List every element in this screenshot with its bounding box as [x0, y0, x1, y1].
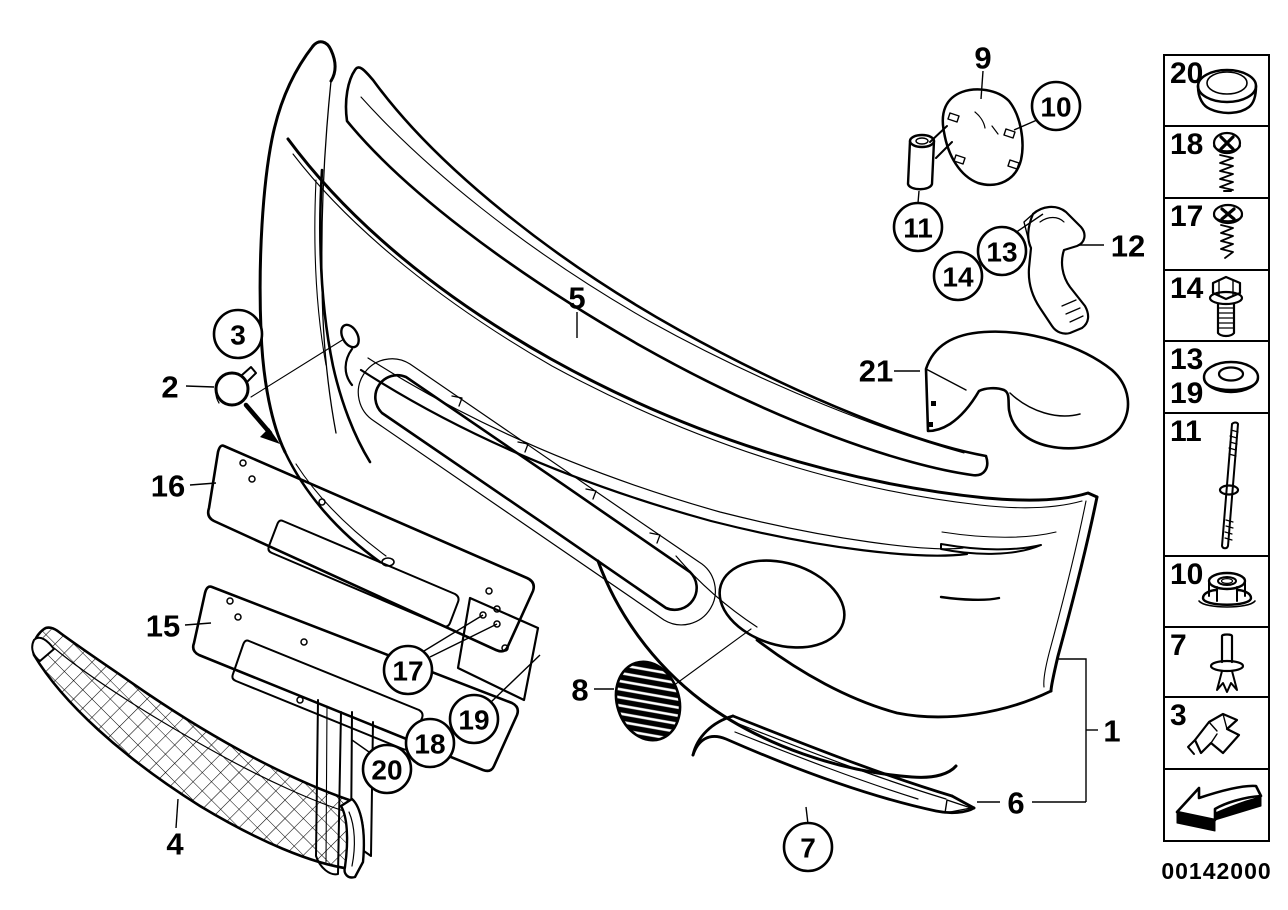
svg-text:21: 21 [859, 354, 893, 389]
svg-text:8: 8 [571, 673, 588, 708]
svg-text:9: 9 [974, 41, 991, 76]
svg-text:3: 3 [230, 320, 246, 351]
svg-text:14: 14 [942, 262, 974, 293]
svg-text:12: 12 [1111, 229, 1145, 264]
hardware-legend: 20 18 17 [1163, 54, 1270, 842]
bumper-left-horn [258, 40, 387, 564]
callout-8[interactable]: 8 [571, 673, 614, 708]
legend-item-10: 10 [1163, 555, 1270, 628]
svg-text:1: 1 [1103, 714, 1120, 749]
svg-text:10: 10 [1040, 92, 1071, 123]
license-filler-plate [206, 444, 536, 653]
drawing-number: 00142000 [1161, 858, 1272, 884]
legend-item-7: 7 [1163, 625, 1270, 699]
hex-bolt-icon [1208, 275, 1244, 337]
svg-text:6: 6 [1007, 786, 1024, 821]
callout-10[interactable]: 10 [1013, 80, 1082, 132]
callout-2[interactable]: 2 [161, 370, 215, 405]
legend-item-13-19: 13 19 [1163, 340, 1270, 414]
callout-1[interactable]: 1 [1058, 658, 1121, 802]
svg-text:7: 7 [800, 833, 816, 864]
bumper-cover [286, 137, 1099, 779]
tow-bracket [906, 88, 1024, 191]
tapping-screw-icon [1212, 203, 1244, 259]
mesh-grille [31, 626, 366, 879]
air-duct [924, 330, 1130, 450]
stud-bolt-icon [1218, 421, 1240, 549]
svg-text:20: 20 [371, 755, 402, 786]
svg-text:13: 13 [986, 237, 1017, 268]
legend-number: 13 [1170, 343, 1204, 376]
legend-item-14: 14 [1163, 268, 1270, 343]
legend-item-18: 18 [1163, 124, 1270, 200]
callout-17[interactable]: 17 [382, 614, 498, 696]
legend-number: 17 [1170, 200, 1204, 233]
tow-eye-cover [214, 338, 345, 444]
svg-text:5: 5 [568, 281, 585, 316]
callout-20[interactable]: 20 [351, 739, 413, 795]
legend-number: 11 [1170, 414, 1202, 448]
callout-7[interactable]: 7 [782, 806, 834, 873]
svg-text:15: 15 [146, 609, 180, 644]
callout-19[interactable]: 19 [448, 654, 541, 745]
callout-6[interactable]: 6 [977, 786, 1086, 821]
lower-trim-blade [691, 714, 976, 815]
callout-3[interactable]: 3 [212, 308, 264, 360]
svg-text:16: 16 [151, 469, 185, 504]
flange-nut-icon [1198, 571, 1256, 608]
svg-text:2: 2 [161, 370, 178, 405]
legend-number: 19 [1170, 377, 1204, 410]
callout-11[interactable]: 11 [892, 190, 944, 253]
legend-item-11: 11 [1163, 411, 1270, 558]
callout-5[interactable]: 5 [568, 281, 586, 339]
callout-12[interactable]: 12 [1078, 229, 1145, 264]
legend-item-17: 17 [1163, 197, 1270, 271]
clamp-clip-icon [1187, 712, 1241, 755]
svg-text:17: 17 [392, 656, 423, 687]
legend-item-arrow [1163, 767, 1270, 842]
svg-text:19: 19 [458, 705, 489, 736]
direction-arrow-icon [1175, 784, 1263, 831]
legend-item-20: 20 [1163, 54, 1270, 127]
callout-16[interactable]: 16 [151, 469, 217, 504]
svg-text:18: 18 [414, 729, 445, 760]
support-bracket [1023, 205, 1090, 335]
legend-number: 10 [1170, 558, 1204, 591]
upper-trim-strip [344, 66, 989, 477]
callout-14[interactable]: 14 [932, 250, 984, 302]
cap-plug-icon [1196, 68, 1258, 115]
legend-item-3: 3 [1163, 696, 1270, 770]
washer-icon [1202, 360, 1260, 394]
legend-number: 3 [1170, 699, 1187, 732]
legend-number: 7 [1170, 628, 1187, 662]
callout-4[interactable]: 4 [166, 798, 184, 862]
legend-number: 18 [1170, 127, 1204, 161]
phillips-screw-icon [1212, 131, 1242, 192]
callout-13[interactable]: 13 [976, 213, 1044, 277]
callout-21[interactable]: 21 [859, 354, 920, 389]
svg-text:11: 11 [903, 213, 933, 244]
fog-cover [614, 660, 682, 742]
legend-number: 14 [1170, 271, 1204, 305]
callout-15[interactable]: 15 [146, 609, 212, 644]
callout-9[interactable]: 9 [974, 41, 992, 100]
expansion-rivet-icon [1209, 632, 1245, 693]
svg-text:4: 4 [166, 827, 184, 862]
callout-18[interactable]: 18 [404, 717, 456, 769]
